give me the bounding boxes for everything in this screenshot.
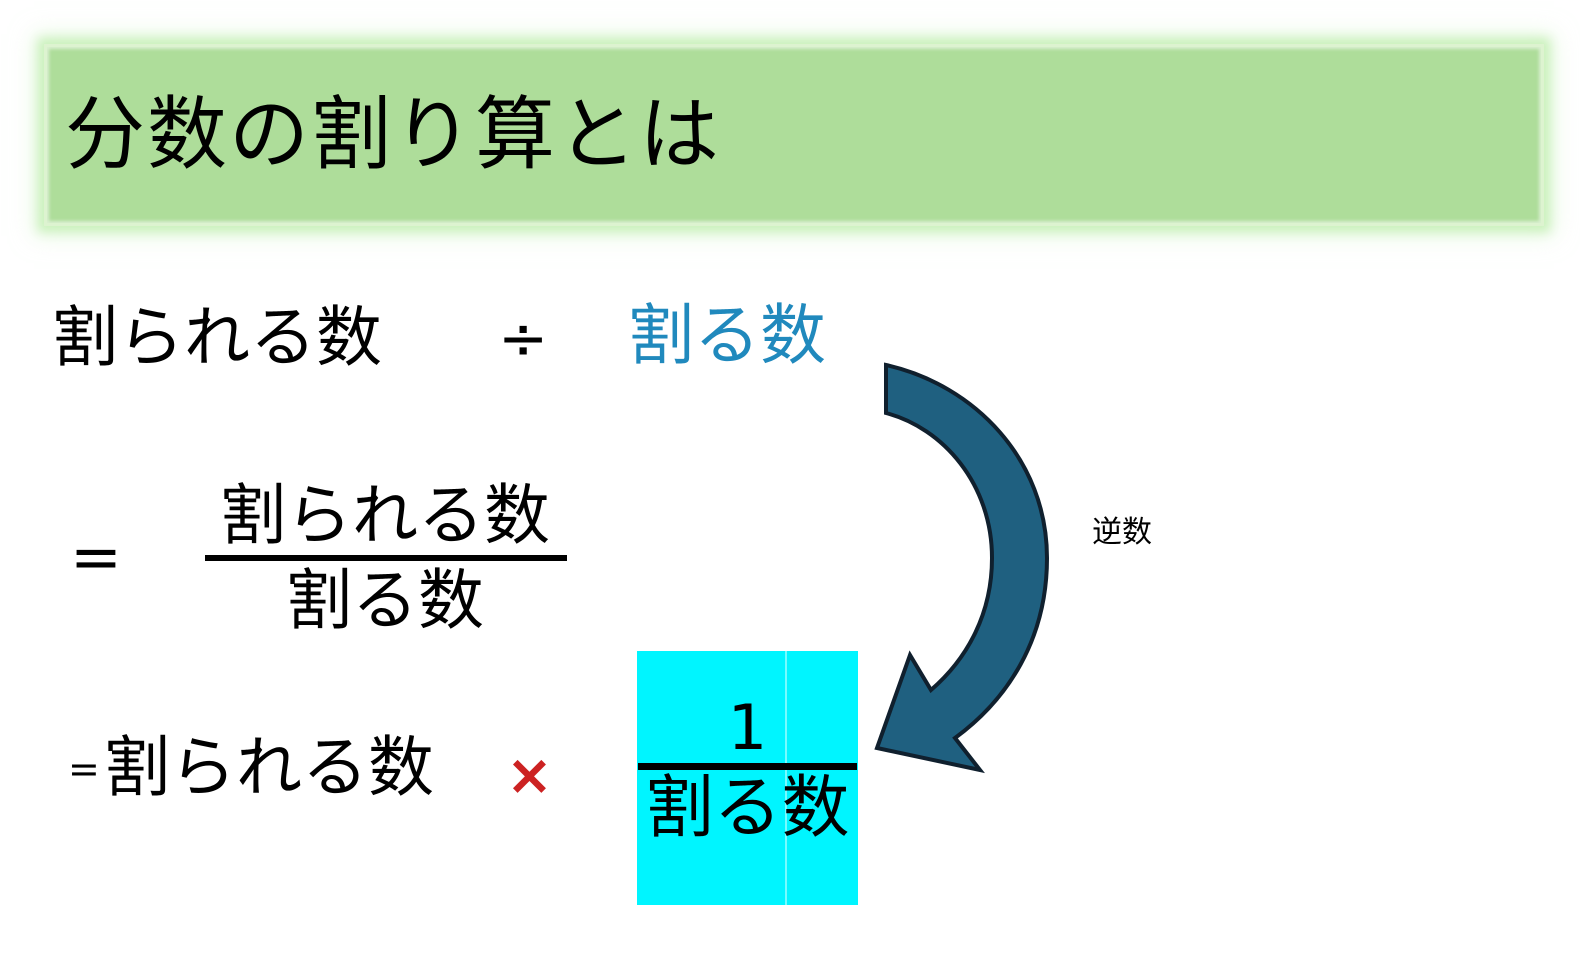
division-operator: ÷ xyxy=(498,304,549,374)
curved-arrow-icon xyxy=(855,350,1085,790)
reciprocal-highlight-box: 1 割る数 xyxy=(637,651,858,905)
reciprocal-fraction-bar xyxy=(638,763,857,770)
reciprocal-numerator: 1 xyxy=(727,691,768,764)
reciprocal-denominator: 割る数 xyxy=(645,769,850,848)
fraction-dividend-over-divisor: 割られる数 割る数 xyxy=(195,480,575,637)
fraction-numerator: 割られる数 xyxy=(220,477,550,554)
line3-dividend-text: 割られる数 xyxy=(104,729,434,806)
multiplication-operator: × xyxy=(506,743,553,808)
reciprocal-annotation-label: 逆数 xyxy=(1092,515,1152,550)
title-banner: 分数の割り算とは xyxy=(44,44,1544,226)
line3-equals-sign: = xyxy=(68,747,100,791)
page-title: 分数の割り算とは xyxy=(65,88,721,181)
line2-equals-sign: = xyxy=(70,520,122,593)
line1-dividend-text: 割られる数 xyxy=(52,299,382,376)
fraction-denominator: 割る数 xyxy=(286,562,484,640)
box-seam-divider xyxy=(785,651,787,905)
fraction-bar xyxy=(205,555,567,562)
line1-divisor-text: 割る数 xyxy=(628,297,826,374)
reciprocal-fraction: 1 割る数 xyxy=(637,697,858,847)
